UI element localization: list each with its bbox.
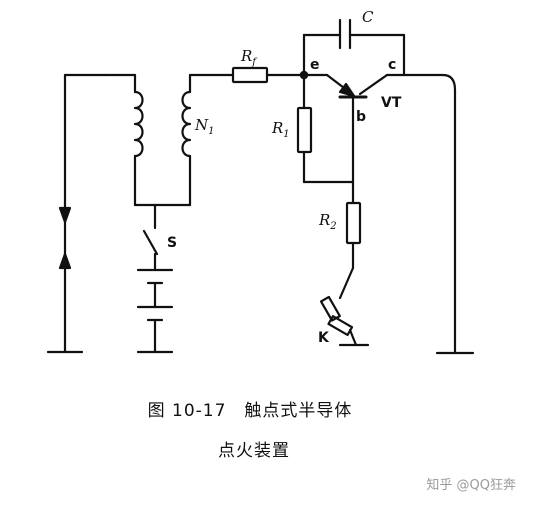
arrow-up-icon [58, 252, 72, 270]
label-resistor-r1: R1 [271, 119, 290, 140]
resistor-rf [188, 66, 306, 84]
secondary-coil [103, 73, 144, 207]
label-capacitor: C [362, 8, 374, 26]
watermark: 知乎 @QQ狂奔 [426, 478, 516, 493]
emitter-arrow-icon [338, 82, 356, 98]
battery [136, 268, 174, 354]
label-emitter: e [310, 57, 320, 73]
collector-ground-wire [402, 73, 475, 355]
switch-s [142, 203, 159, 272]
label-resistor-r2: R2 [318, 211, 337, 232]
label-switch: S [167, 235, 177, 251]
secondary-lead-wire [46, 73, 107, 354]
label-transistor: VT [381, 95, 402, 111]
label-coil-n1: N1 [194, 116, 215, 137]
arrow-down-icon [58, 206, 72, 224]
figure-caption-subtitle: 点火装置 [218, 441, 290, 461]
label-contact: K [318, 330, 330, 346]
label-collector: c [388, 57, 396, 73]
resistor-r2 [345, 180, 362, 270]
figure-caption-title: 图 10-17 触点式半导体 [147, 401, 353, 421]
label-resistor-rf: Rf [240, 47, 258, 68]
breaker-contact-k [319, 266, 370, 347]
transistor-vt [302, 73, 406, 184]
resistor-r1 [296, 73, 355, 184]
label-base: b [356, 109, 366, 125]
primary-coil-n1 [181, 73, 192, 207]
ignition-circuit-diagram: C Rf N1 R1 R2 e c b VT S K [46, 8, 475, 355]
capacitor-c [302, 18, 406, 77]
